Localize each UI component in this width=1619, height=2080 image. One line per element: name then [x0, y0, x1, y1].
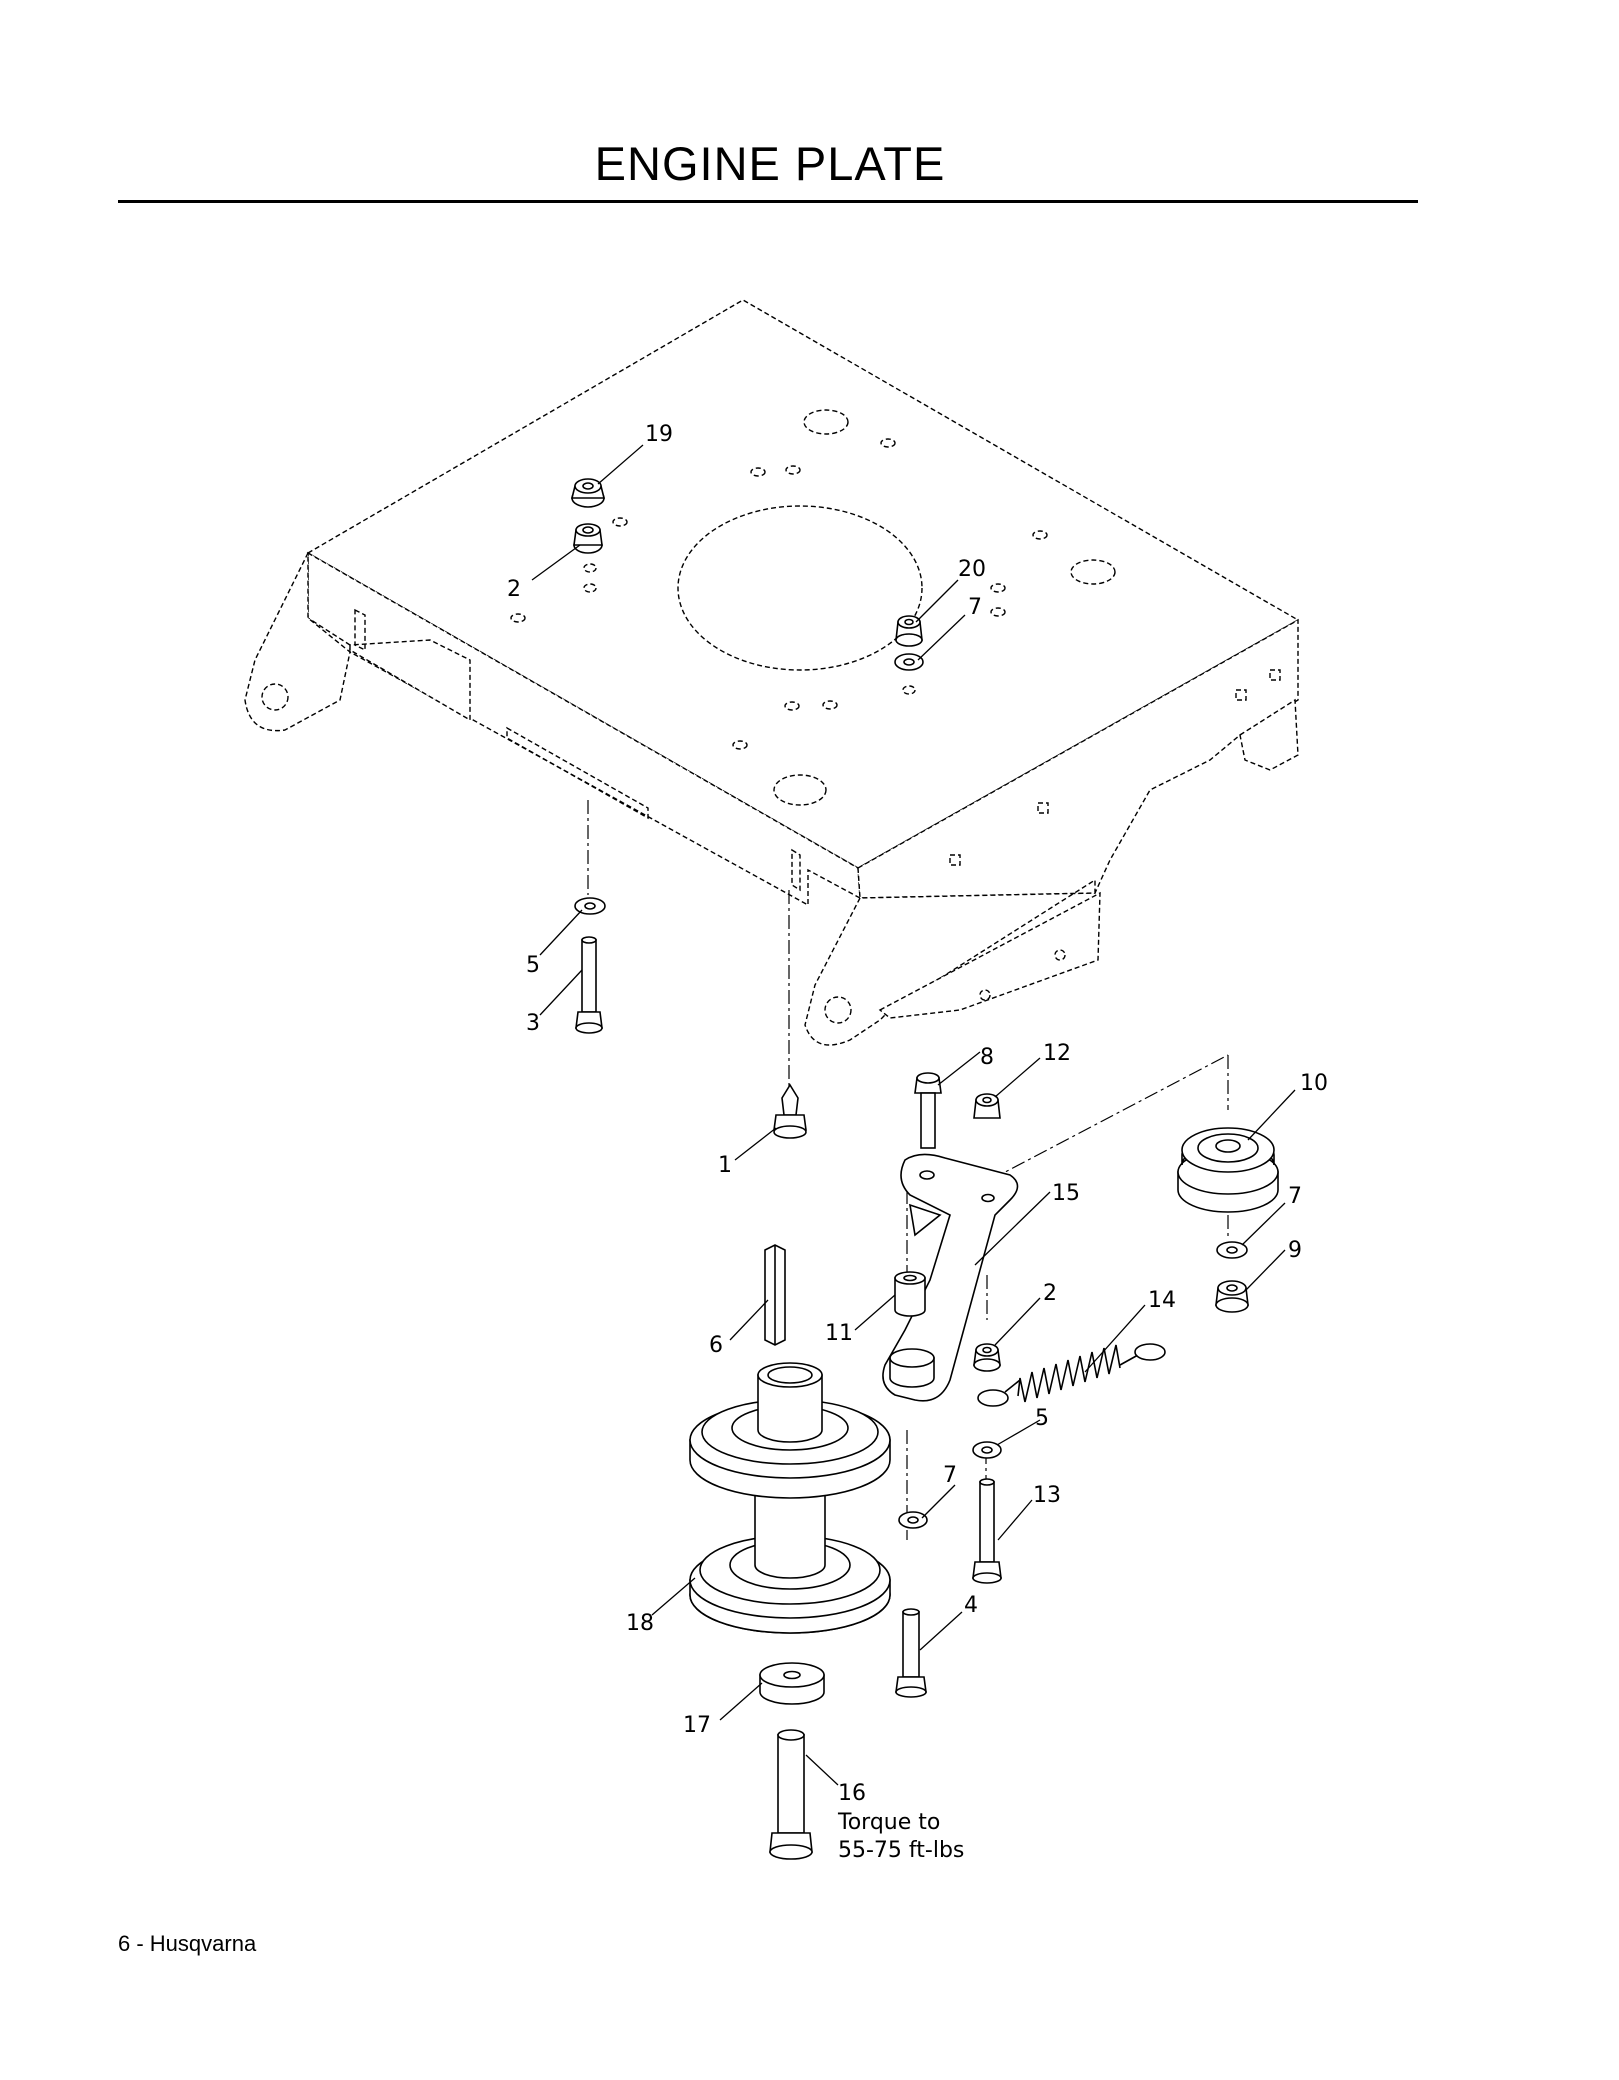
callout-3: 3 — [526, 1011, 540, 1036]
callout-11: 11 — [825, 1321, 853, 1346]
part-1-stud — [773, 1083, 807, 1139]
part-9-nut — [1215, 1280, 1249, 1313]
part-18-double-pulley — [689, 1362, 891, 1634]
callout-1: 1 — [718, 1153, 732, 1178]
callout-9: 9 — [1288, 1238, 1302, 1263]
torque-note-line2: 55-75 ft-lbs — [838, 1838, 964, 1863]
part-17-spacer — [759, 1662, 825, 1705]
callout-10: 10 — [1300, 1071, 1328, 1096]
callout-12: 12 — [1043, 1041, 1071, 1066]
part-5-washer-left — [574, 897, 606, 915]
callout-5-right: 5 — [1035, 1406, 1049, 1431]
callout-7-right: 7 — [1288, 1184, 1302, 1209]
callout-20: 20 — [958, 557, 986, 582]
callout-19: 19 — [645, 422, 673, 447]
part-11-bushing — [889, 1271, 935, 1388]
part-3-bolt — [575, 936, 603, 1034]
callout-2-upper: 2 — [507, 577, 521, 602]
callout-17: 17 — [683, 1713, 711, 1738]
part-15-idler-arm — [882, 1153, 1019, 1402]
leader-lines — [531, 444, 1296, 1786]
part-7-washer-upper — [894, 653, 924, 695]
part-5-washer-right — [972, 1441, 1002, 1459]
page-title: ENGINE PLATE — [594, 137, 946, 190]
part-14-spring — [977, 1343, 1166, 1407]
part-7-washer-middle — [898, 1511, 928, 1529]
part-20-nut — [895, 615, 923, 647]
callout-5-left: 5 — [526, 953, 540, 978]
callout-7-middle: 7 — [943, 1463, 957, 1488]
part-8-bolt — [914, 1072, 942, 1149]
callout-15: 15 — [1052, 1181, 1080, 1206]
callout-4: 4 — [964, 1593, 978, 1618]
part-19-flange-nut — [570, 478, 606, 508]
callout-2-lower: 2 — [1043, 1281, 1057, 1306]
callout-16: 16 — [838, 1781, 866, 1806]
part-13-bolt — [972, 1478, 1002, 1584]
torque-note-line1: Torque to — [837, 1810, 940, 1835]
callout-13: 13 — [1033, 1483, 1061, 1508]
part-16-bolt — [769, 1729, 813, 1860]
page-footer: 6 - Husqvarna — [118, 1931, 257, 1956]
callout-labels: 19 2 20 7 5 3 1 6 11 8 12 15 2 14 5 7 13… — [507, 422, 1328, 1863]
part-2-nut-lower — [973, 1343, 1001, 1372]
callout-6: 6 — [709, 1333, 723, 1358]
part-4-bolt — [895, 1608, 927, 1698]
title-rule — [118, 200, 1418, 203]
part-7-washer-right — [1216, 1241, 1248, 1259]
part-12-nut — [973, 1093, 1001, 1119]
callout-14: 14 — [1148, 1288, 1176, 1313]
part-2-nut-upper — [573, 523, 603, 593]
engine-plate — [244, 299, 1300, 1046]
part-6-key — [764, 1244, 786, 1346]
part-10-idler-pulley — [1177, 1127, 1279, 1213]
callout-18: 18 — [626, 1611, 654, 1636]
callout-8: 8 — [980, 1045, 994, 1070]
callout-7-upper: 7 — [968, 595, 982, 620]
